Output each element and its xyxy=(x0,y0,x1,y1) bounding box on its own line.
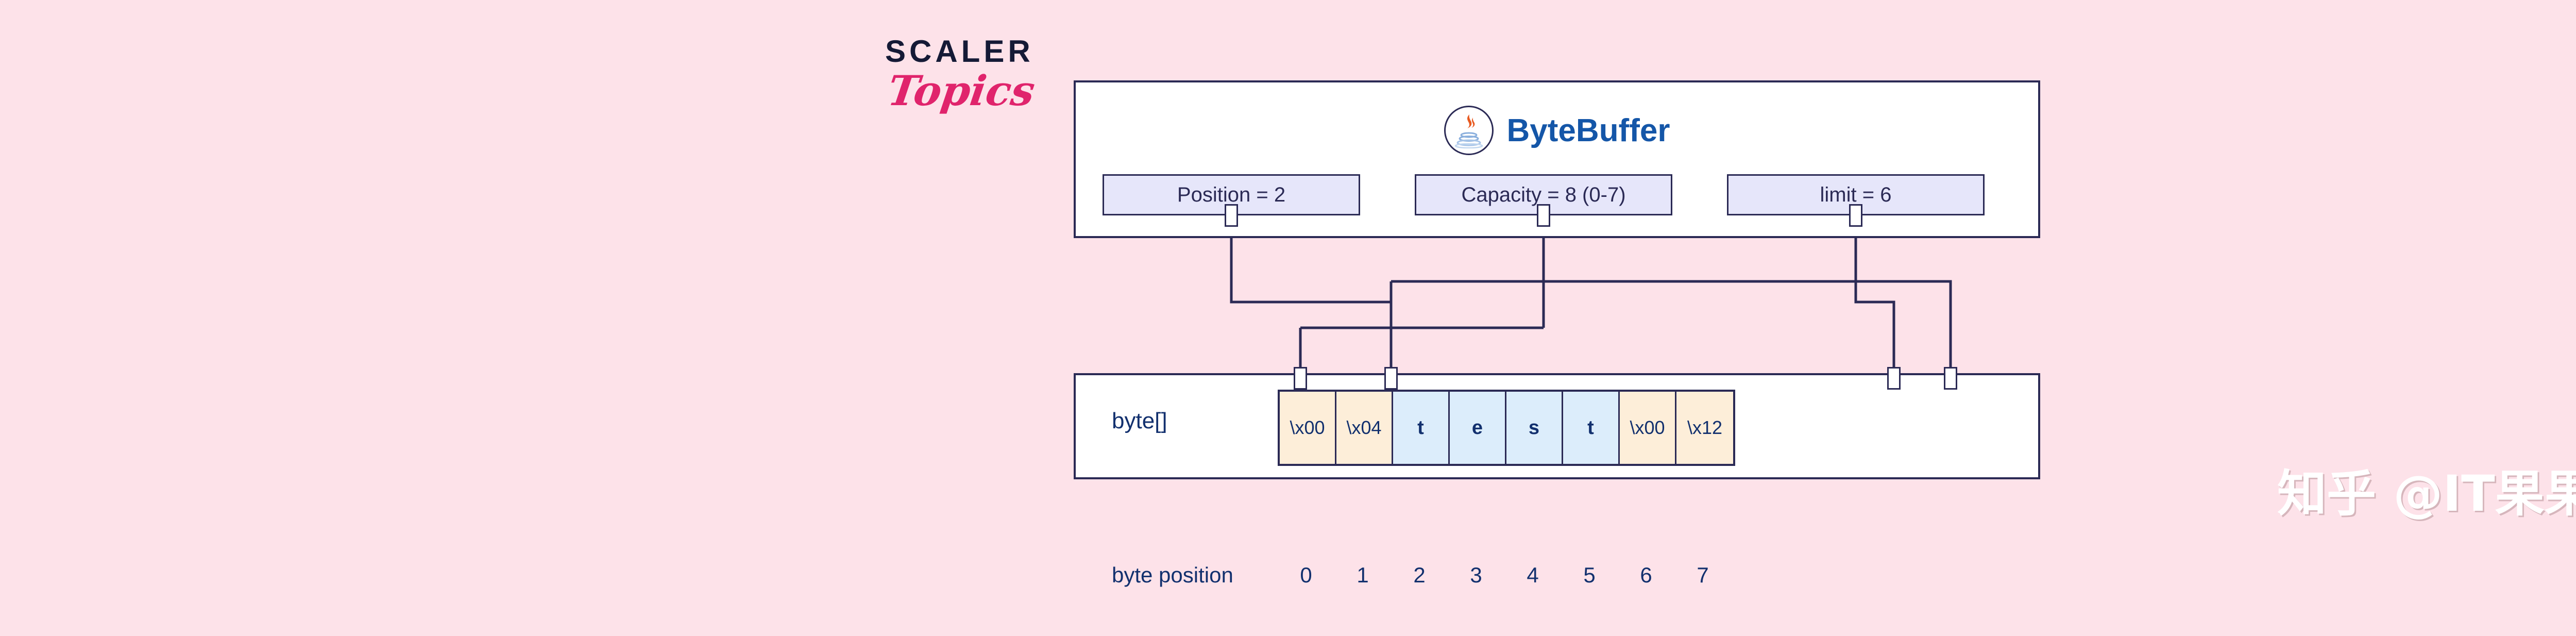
byte-cell[interactable]: \x12 xyxy=(1676,392,1733,464)
byte-cell[interactable]: e xyxy=(1450,392,1506,464)
byte-position-value: 2 xyxy=(1413,563,1426,587)
byte-position-value: 5 xyxy=(1583,563,1596,587)
byte-position-row: 0 1 2 3 4 5 6 7 xyxy=(1278,563,1731,588)
byte-position-value: 4 xyxy=(1527,563,1539,587)
page-title: ByteBuffer xyxy=(1506,112,1670,148)
zhihu-watermark: 知乎 @IT果果日记 xyxy=(2277,465,2576,523)
logo-secondary-text: Topics xyxy=(885,66,1038,115)
attribute-label: Capacity = 8 (0-7) xyxy=(1461,183,1626,206)
java-coffee-cup-icon xyxy=(1444,106,1494,155)
bytebuffer-header: ByteBuffer xyxy=(1074,102,2040,159)
connector-port-position xyxy=(1225,204,1238,227)
connector-port-cell-0 xyxy=(1294,367,1307,390)
attribute-label: Position = 2 xyxy=(1177,183,1286,206)
byte-cell[interactable]: t xyxy=(1563,392,1620,464)
byte-cell[interactable]: \x00 xyxy=(1280,392,1336,464)
byte-position-value: 7 xyxy=(1697,563,1709,587)
byte-cell[interactable]: t xyxy=(1393,392,1450,464)
scaler-topics-logo: SCALER Topics xyxy=(885,36,1055,129)
byte-array-label: byte[] xyxy=(1112,408,1167,433)
connector-port-capacity xyxy=(1537,204,1550,227)
connector-port-cell-7 xyxy=(1944,367,1957,390)
byte-position-value: 6 xyxy=(1640,563,1652,587)
connector-port-cell-6 xyxy=(1887,367,1901,390)
byte-cell[interactable]: s xyxy=(1506,392,1563,464)
connector-port-limit xyxy=(1849,204,1862,227)
java-logo-svg xyxy=(1454,114,1483,148)
byte-cell[interactable]: \x04 xyxy=(1336,392,1393,464)
byte-cell-row: \x00 \x04 t e s t \x00 \x12 xyxy=(1278,390,1735,466)
byte-position-value: 1 xyxy=(1357,563,1369,587)
logo-primary-text: SCALER xyxy=(885,34,1034,69)
attribute-label: limit = 6 xyxy=(1820,183,1892,206)
byte-position-value: 0 xyxy=(1300,563,1312,587)
byte-position-label: byte position xyxy=(1112,563,1233,587)
connector-port-cell-2 xyxy=(1384,367,1398,390)
attribute-box-capacity[interactable]: Capacity = 8 (0-7) xyxy=(1415,174,1675,218)
byte-position-value: 3 xyxy=(1470,563,1482,587)
bytebuffer-diagram: ByteBuffer Position = 2 Capacity = 8 (0-… xyxy=(1074,80,2040,587)
byte-cell[interactable]: \x00 xyxy=(1620,392,1676,464)
